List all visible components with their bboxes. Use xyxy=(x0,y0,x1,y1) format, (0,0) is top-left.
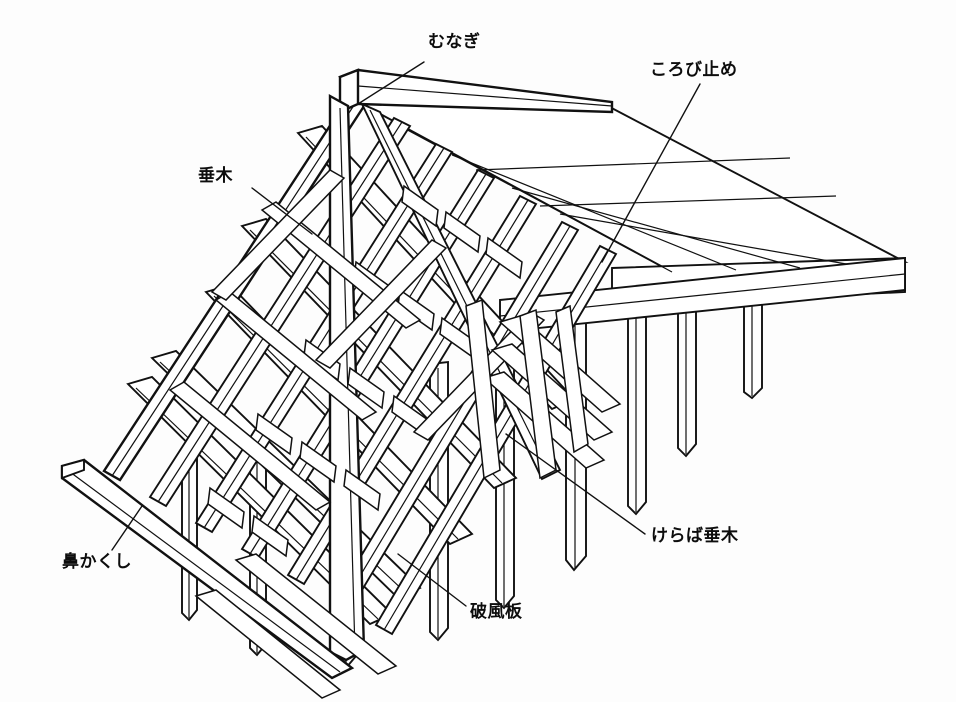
label-hanakakushi: 鼻かくし xyxy=(62,552,132,572)
leader-lines xyxy=(111,61,701,607)
leader-taruki xyxy=(251,187,313,235)
leader-korobidome xyxy=(601,83,701,263)
fascia-board xyxy=(60,458,355,680)
ridge-beam xyxy=(338,68,614,114)
leader-munagi xyxy=(357,61,425,105)
leader-keraba xyxy=(505,433,646,535)
leader-hanakakushi xyxy=(111,505,143,551)
gable-end-framing xyxy=(465,298,622,480)
label-taruki: 垂木 xyxy=(198,166,233,186)
bottom-ties xyxy=(194,553,398,699)
label-korobi-dome: ころび止め xyxy=(650,60,738,80)
label-hafuita: 破風板 xyxy=(470,602,523,622)
label-keraba-taruki: けらば垂木 xyxy=(651,526,739,546)
diagonal-braces xyxy=(168,169,546,511)
leader-hafuita xyxy=(397,553,467,607)
label-munagi: むなぎ xyxy=(428,32,481,52)
